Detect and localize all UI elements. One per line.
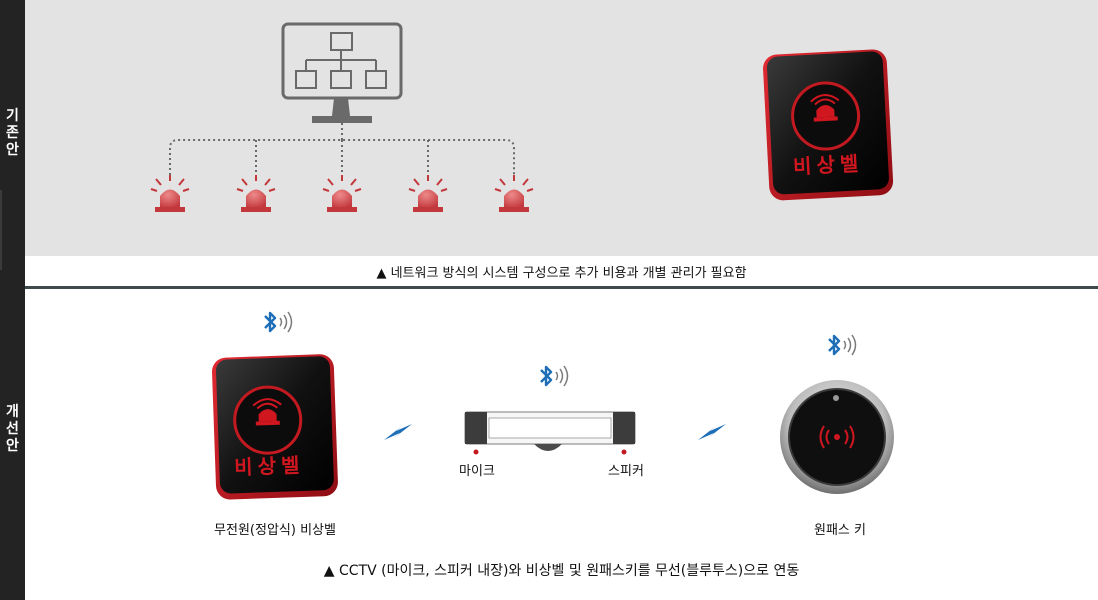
emergency-bell-device: 비상벨 — [212, 354, 338, 500]
section-divider — [25, 286, 1098, 289]
siren-icon — [408, 175, 448, 212]
speaker-label: 스피커 — [608, 464, 644, 479]
emergency-bell-device: 비상벨 — [763, 49, 894, 201]
sidebar-char: 개 — [6, 404, 19, 420]
cctv-device — [464, 411, 636, 455]
siren-icon — [322, 175, 362, 212]
sidebar — [0, 0, 25, 600]
siren-icon — [150, 175, 190, 212]
bluetooth-icon — [264, 311, 293, 333]
sidebar-char: 안 — [6, 142, 19, 158]
sidebar-char: 기 — [6, 108, 19, 124]
wireless-link-icon — [384, 424, 412, 440]
siren-icon — [494, 175, 534, 212]
mic-indicator — [473, 449, 479, 455]
sidebar-label-improved: 개 선 안 — [0, 404, 25, 455]
existing-caption: ▲ 네트워크 방식의 시스템 구성으로 추가 비용과 개별 관리가 필요함 — [376, 266, 747, 281]
speaker-indicator — [621, 449, 627, 455]
onepass-key-device — [780, 380, 894, 494]
bell-label: 비상벨 — [792, 151, 863, 179]
improved-caption: ▲ CCTV (마이크, 스피커 내장)와 비상벨 및 원패스키를 무선(블루투… — [323, 563, 800, 579]
sidebar-char: 선 — [6, 421, 19, 437]
siren-icon — [810, 94, 840, 122]
sidebar-label-existing: 기 존 안 — [0, 108, 25, 159]
sidebar-char: 안 — [6, 438, 19, 454]
siren-icon — [236, 175, 276, 212]
siren-icon — [252, 398, 282, 426]
bell-label: 비상벨 — [234, 453, 305, 479]
network-lines — [169, 123, 515, 175]
onepass-label: 원패스 키 — [814, 523, 866, 538]
bell-device-label: 무전원(정압식) 비상벨 — [214, 523, 336, 538]
monitor-icon — [281, 22, 403, 123]
bluetooth-icon — [828, 334, 857, 356]
sidebar-char: 존 — [6, 125, 19, 141]
existing-section — [25, 0, 1098, 256]
sidebar-marker — [0, 190, 2, 270]
bluetooth-icon — [540, 365, 569, 387]
wireless-link-icon — [698, 424, 726, 440]
nfc-icon — [819, 425, 855, 449]
mic-label: 마이크 — [459, 464, 495, 479]
